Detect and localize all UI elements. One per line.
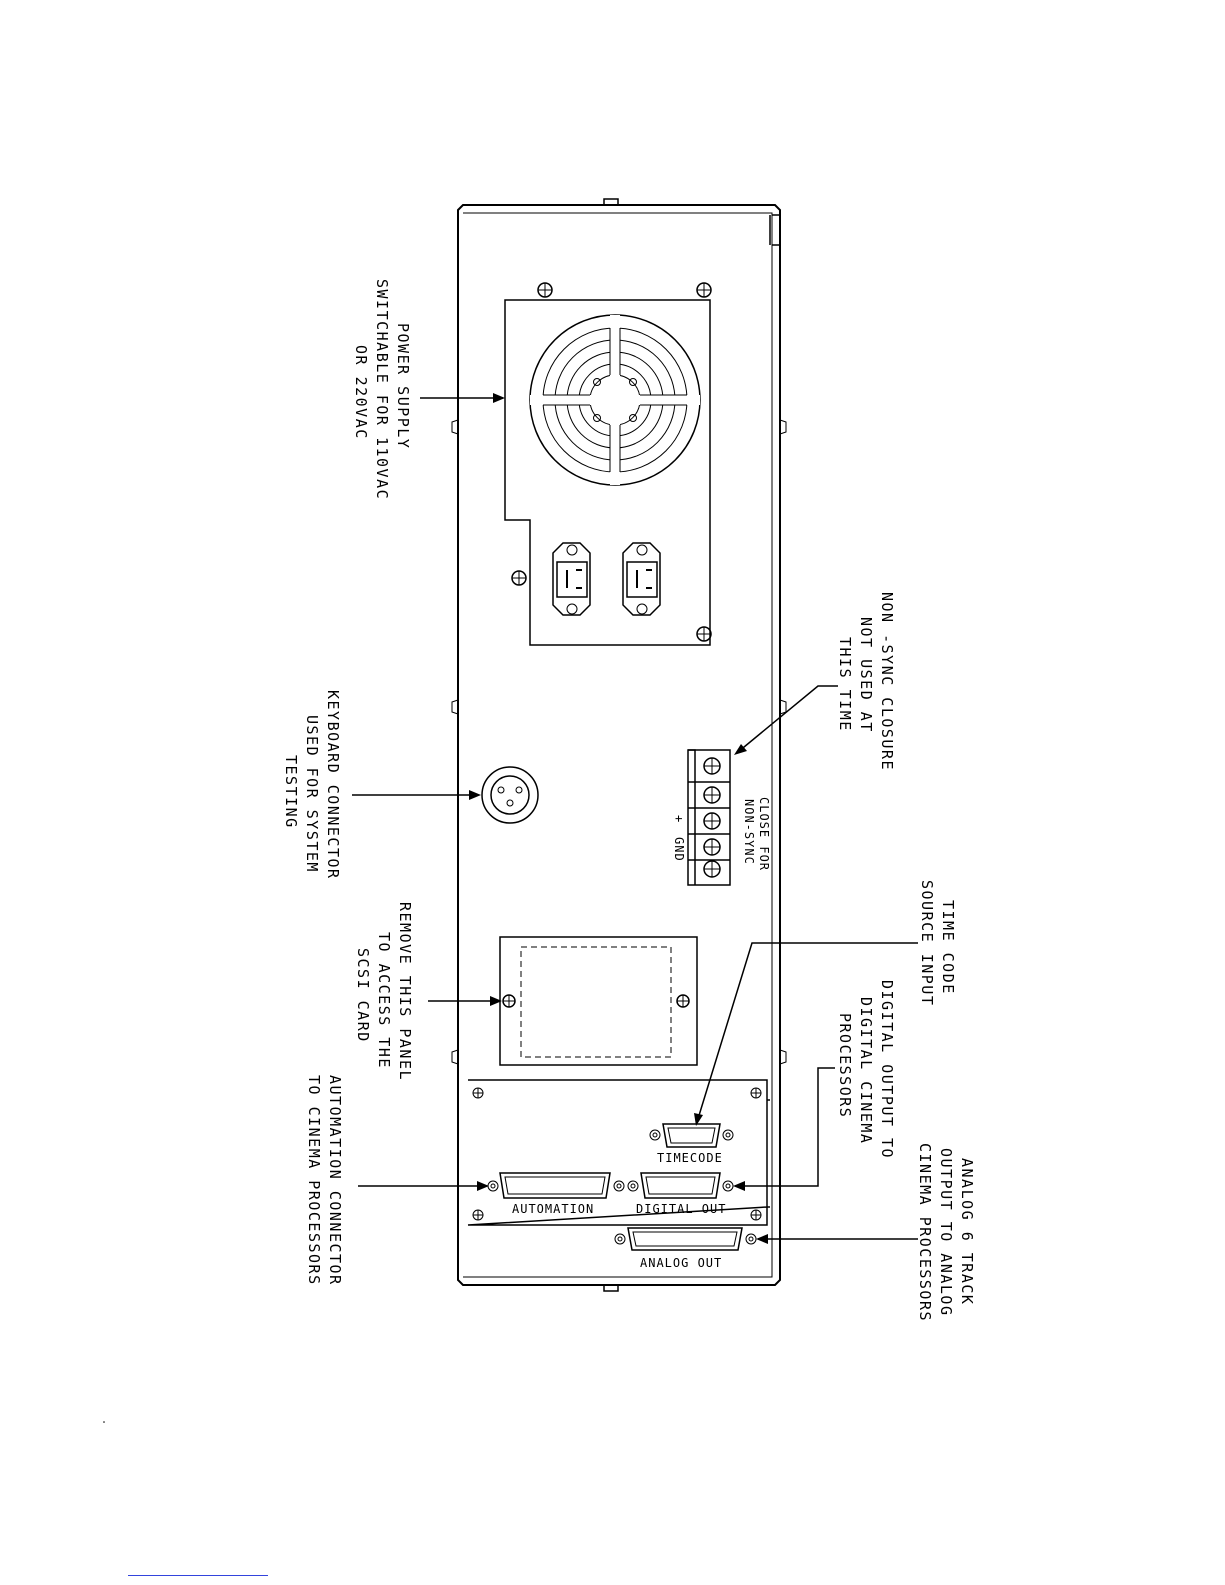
analog-out-line-3: CINEMA PROCESSORS (916, 1143, 934, 1322)
digital-out-label: DIGITAL OUT (636, 1202, 726, 1216)
callout-power-supply: POWER SUPPLY SWITCHABLE FOR 110VAC OR 22… (352, 279, 412, 500)
callout-digital-out: DIGITAL OUTPUT TO DIGITAL CINEMA PROCESS… (836, 980, 896, 1159)
stray-dot (103, 1421, 105, 1423)
non-sync-line-2: NOT USED AT (857, 617, 875, 733)
digital-out-connector: DIGITAL OUT (627, 1172, 734, 1216)
analog-out-connector: ANALOG OUT (614, 1227, 757, 1270)
scsi-line-3: SCSI CARD (354, 948, 372, 1043)
power-inlet-icon (552, 542, 591, 616)
timecode-connector: TIMECODE (649, 1123, 734, 1165)
screw-icon (511, 282, 712, 642)
digital-out-line-1: DIGITAL OUTPUT TO (878, 980, 896, 1159)
keyboard-connector (481, 766, 539, 824)
terminal-close-label-2: NON-SYNC (742, 799, 756, 865)
leader-lines (352, 393, 918, 1244)
fan-grille (529, 314, 701, 486)
power-supply-module (504, 282, 712, 646)
non-sync-line-3: THIS TIME (836, 637, 854, 732)
terminal-plus-label: + (672, 815, 686, 823)
automation-line-2: TO CINEMA PROCESSORS (305, 1075, 323, 1286)
keyboard-line-1: KEYBOARD CONNECTOR (324, 690, 342, 880)
scsi-line-1: REMOVE THIS PANEL (396, 902, 414, 1081)
time-code-line-2: SOURCE INPUT (918, 880, 936, 1006)
terminal-block: + GND CLOSE FOR NON-SYNC (672, 749, 771, 886)
scsi-line-2: TO ACCESS THE (375, 932, 393, 1069)
automation-connector: AUTOMATION (487, 1172, 625, 1216)
timecode-label: TIMECODE (657, 1151, 723, 1165)
callout-keyboard: KEYBOARD CONNECTOR USED FOR SYSTEM TESTI… (282, 690, 342, 880)
analog-out-line-2: OUTPUT TO ANALOG (937, 1148, 955, 1317)
callout-automation: AUTOMATION CONNECTOR TO CINEMA PROCESSOR… (305, 1075, 344, 1286)
callout-time-code: TIME CODE SOURCE INPUT (918, 880, 957, 1006)
keyboard-line-2: USED FOR SYSTEM (303, 715, 321, 873)
io-connector-panel: TIMECODE AUTOMATION DIGITAL OUT (467, 1079, 770, 1226)
terminal-gnd-label: GND (672, 837, 686, 862)
callout-non-sync: NON -SYNC CLOSURE NOT USED AT THIS TIME (836, 592, 896, 771)
automation-label: AUTOMATION (512, 1202, 594, 1216)
time-code-line-1: TIME CODE (939, 900, 957, 995)
analog-out-line-1: ANALOG 6 TRACK (958, 1158, 976, 1305)
callout-scsi-panel: REMOVE THIS PANEL TO ACCESS THE SCSI CAR… (354, 902, 414, 1081)
power-supply-line-1: POWER SUPPLY (394, 323, 412, 449)
chassis (451, 198, 787, 1292)
scsi-access-panel (499, 936, 698, 1066)
analog-out-label: ANALOG OUT (640, 1256, 722, 1270)
power-supply-line-3: OR 220VAC (352, 345, 370, 440)
power-outlet-icon (622, 542, 661, 616)
footer-link-underline (128, 1575, 268, 1576)
power-supply-line-2: SWITCHABLE FOR 110VAC (373, 279, 391, 500)
digital-out-line-3: PROCESSORS (836, 1013, 854, 1118)
automation-line-1: AUTOMATION CONNECTOR (326, 1075, 344, 1286)
digital-out-line-2: DIGITAL CINEMA (857, 997, 875, 1144)
keyboard-line-3: TESTING (282, 755, 300, 829)
terminal-close-label-1: CLOSE FOR (757, 797, 771, 871)
non-sync-line-1: NON -SYNC CLOSURE (878, 592, 896, 771)
callout-analog-out: ANALOG 6 TRACK OUTPUT TO ANALOG CINEMA P… (916, 1143, 976, 1322)
